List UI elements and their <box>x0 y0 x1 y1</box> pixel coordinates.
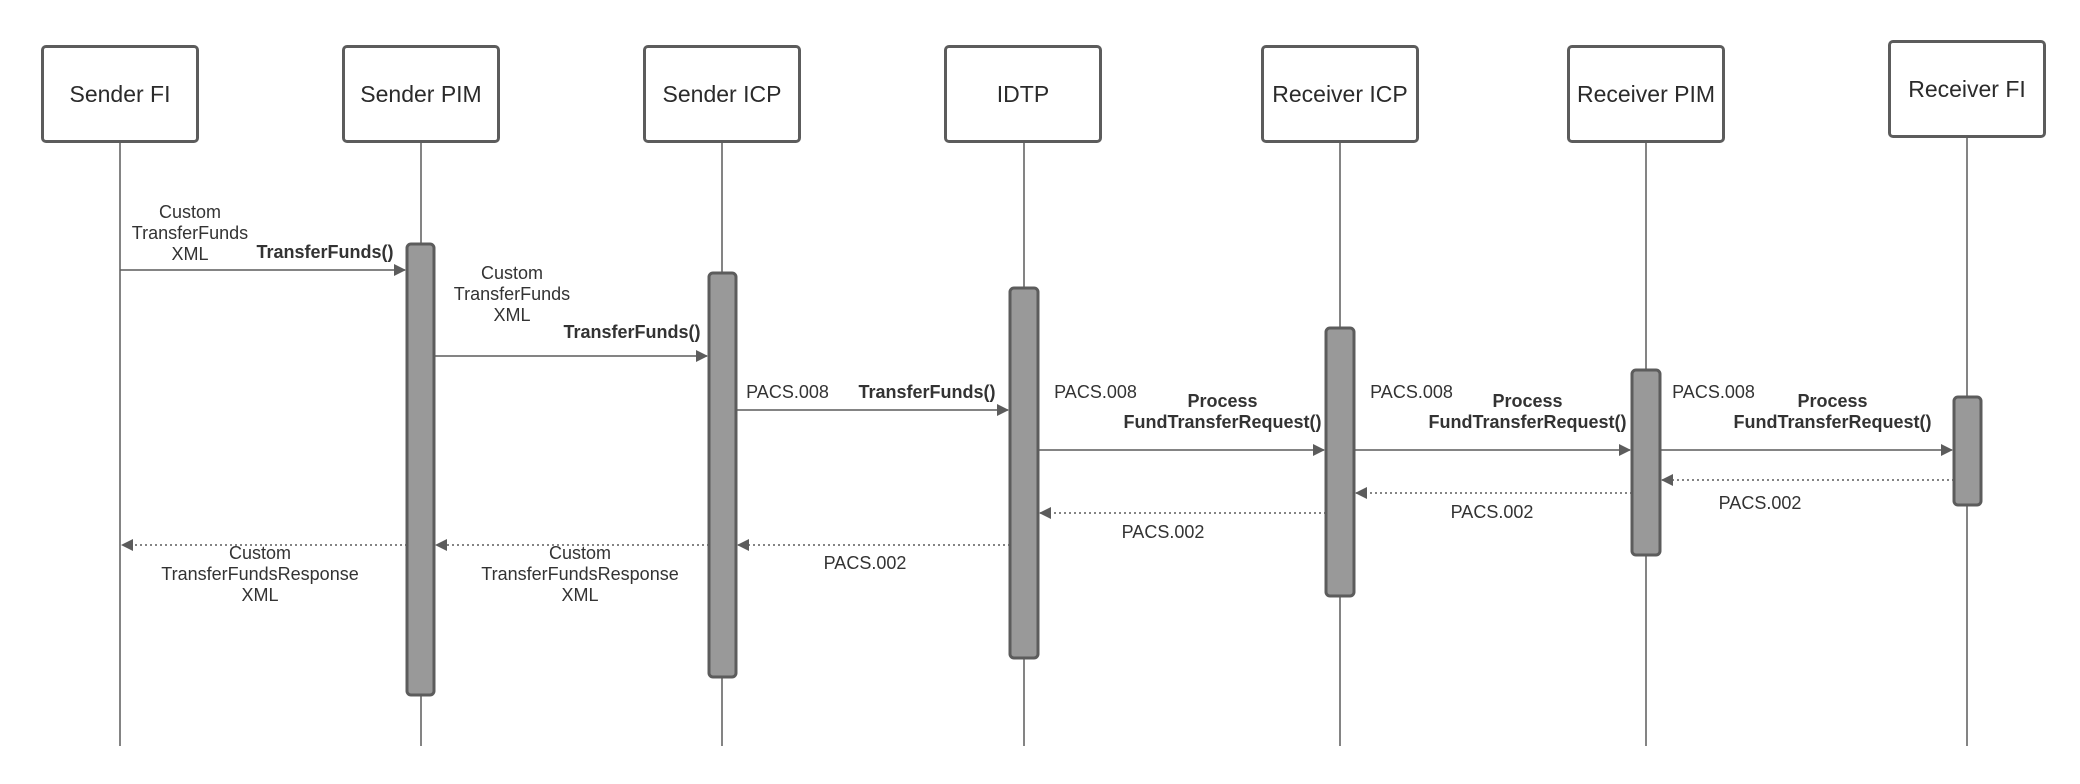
message-label-payload: PACS.008 <box>1672 382 1755 402</box>
message-label-payload: PACS.008 <box>1054 382 1137 402</box>
message-label-call: Process FundTransferRequest() <box>1733 391 1932 432</box>
activation-sender-icp <box>707 271 738 679</box>
actor-idtp: IDTP <box>944 45 1102 143</box>
message-label-call: TransferFunds() <box>858 382 996 402</box>
message-label-call: Process FundTransferRequest() <box>1123 391 1322 432</box>
actor-sender-pim: Sender PIM <box>342 45 500 143</box>
activation-receiver-icp <box>1324 326 1356 598</box>
message-label-payload: Custom TransferFunds XML <box>453 263 571 325</box>
response-label: Custom TransferFundsResponse XML <box>161 543 359 605</box>
response-label: PACS.002 <box>823 553 907 573</box>
message-label-payload: Custom TransferFunds XML <box>131 202 249 264</box>
activation-sender-pim <box>405 242 436 697</box>
response-label: PACS.002 <box>1450 502 1534 522</box>
message-label-payload: PACS.008 <box>746 382 829 402</box>
activation-receiver-pim <box>1630 368 1662 557</box>
activation-idtp <box>1008 286 1040 660</box>
response-label: PACS.002 <box>1718 493 1802 513</box>
actor-receiver-pim: Receiver PIM <box>1567 45 1725 143</box>
actor-receiver-fi: Receiver FI <box>1888 40 2046 138</box>
message-label-call: TransferFunds() <box>563 322 701 342</box>
activation-receiver-fi <box>1952 395 1983 507</box>
actor-receiver-icp: Receiver ICP <box>1261 45 1419 143</box>
response-label: PACS.002 <box>1121 522 1205 542</box>
message-label-call: TransferFunds() <box>256 242 394 262</box>
message-label-payload: PACS.008 <box>1370 382 1453 402</box>
actor-sender-fi: Sender FI <box>41 45 199 143</box>
actor-sender-icp: Sender ICP <box>643 45 801 143</box>
response-label: Custom TransferFundsResponse XML <box>481 543 679 605</box>
message-label-call: Process FundTransferRequest() <box>1428 391 1627 432</box>
